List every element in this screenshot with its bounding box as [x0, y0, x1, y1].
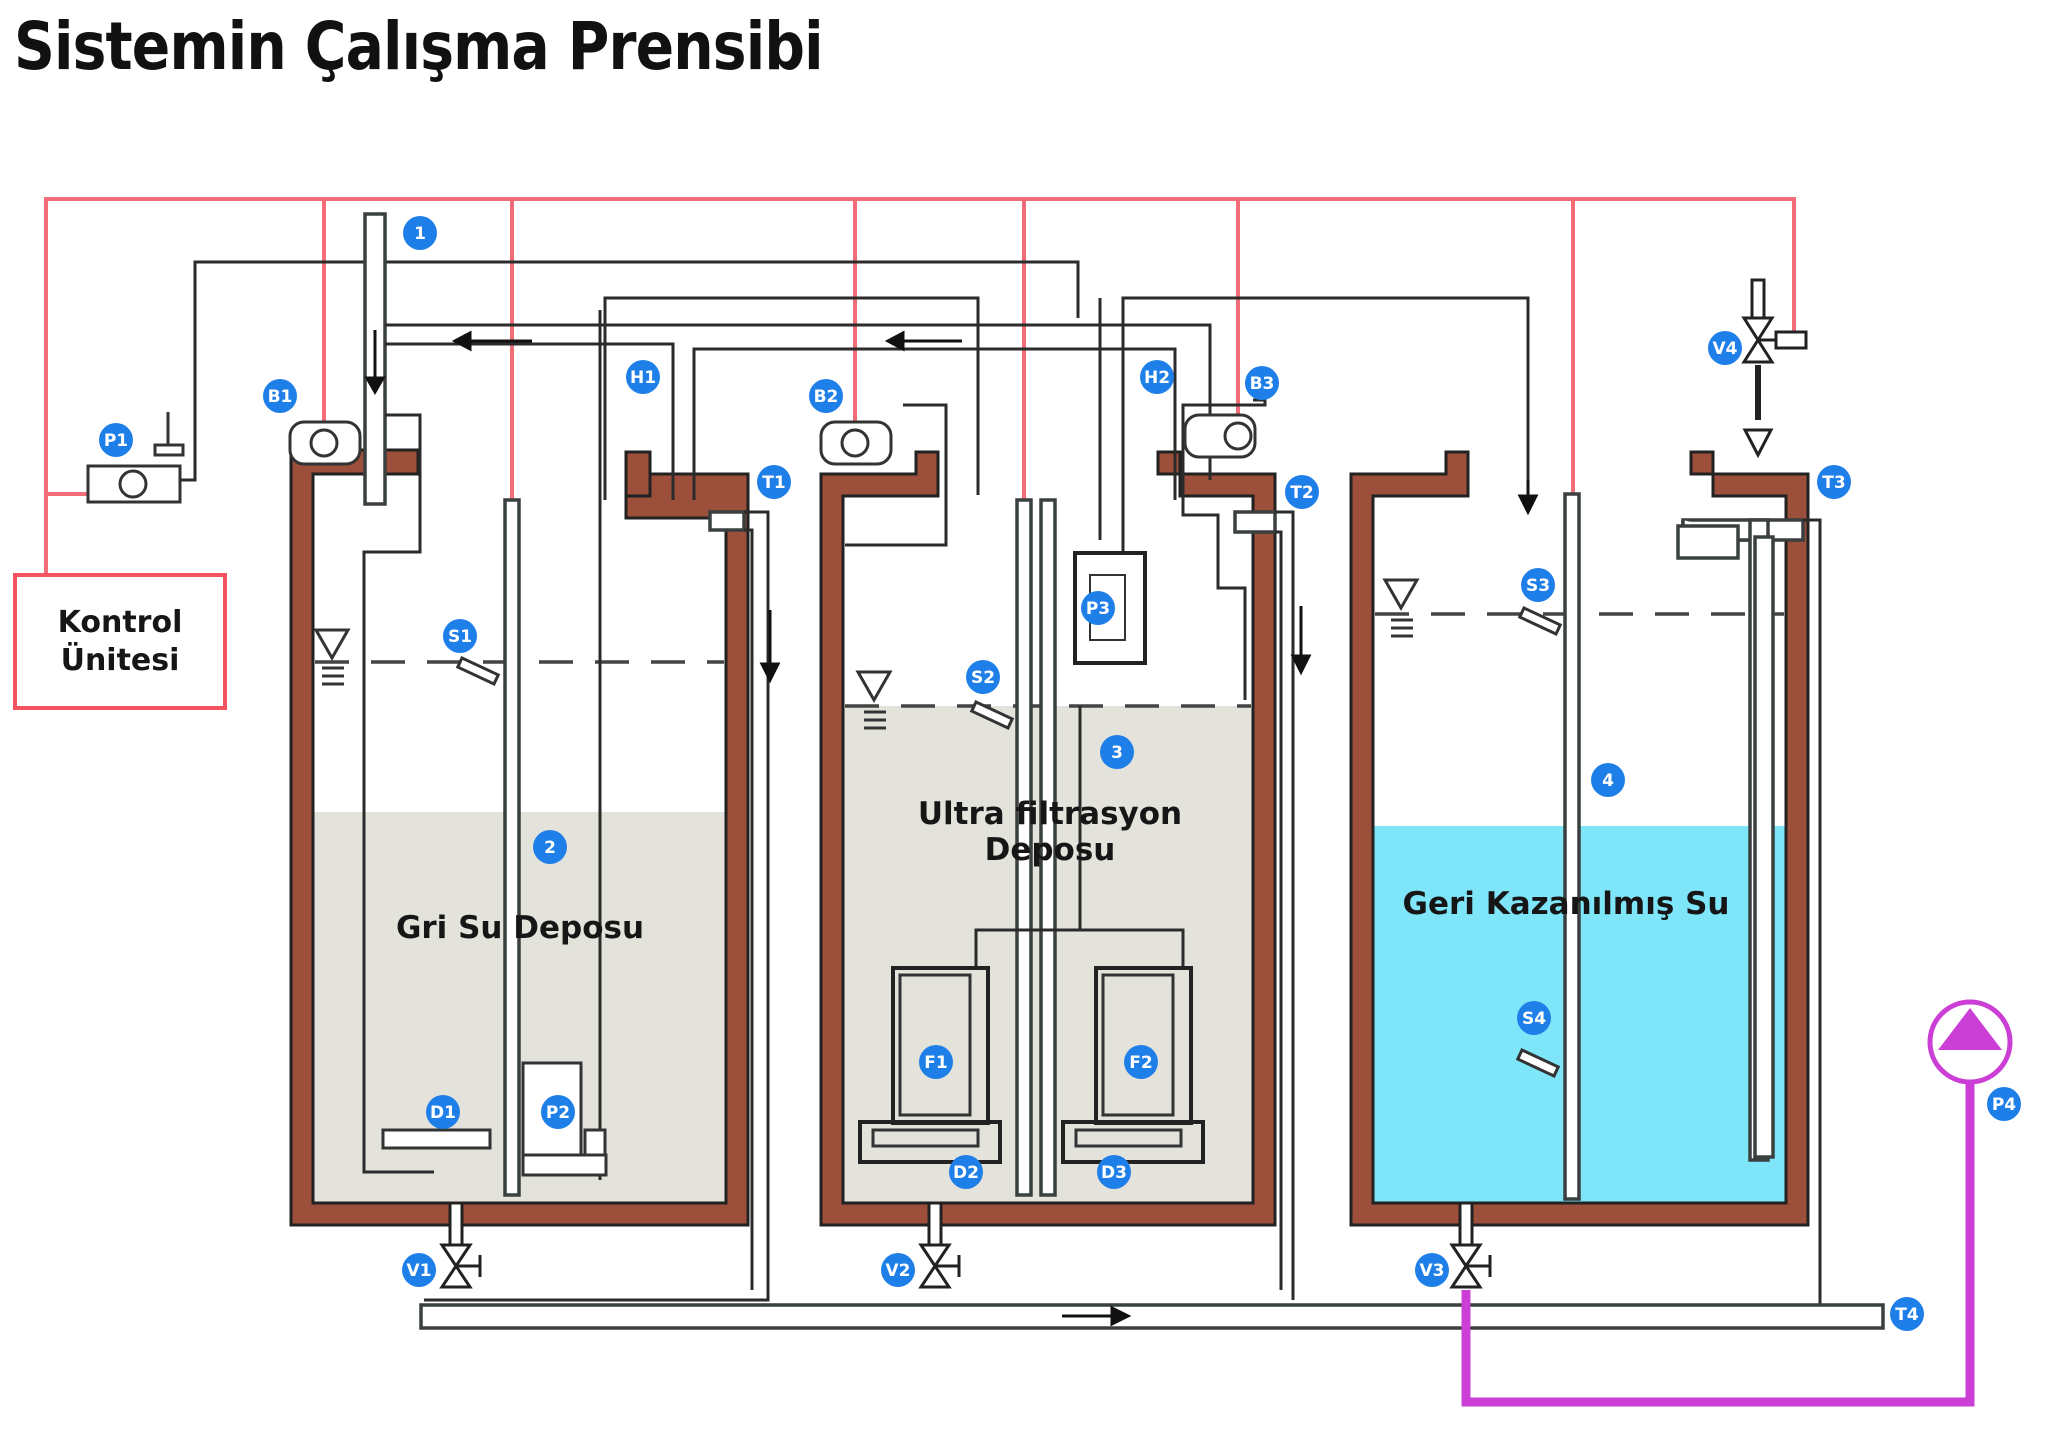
badge-inlet-text: 1 [414, 224, 426, 244]
badge-p2-text: P2 [546, 1103, 570, 1123]
badge-b3: B3 [1245, 366, 1279, 400]
badge-tank4-text: 4 [1602, 771, 1614, 791]
badge-s4: S4 [1517, 1001, 1551, 1035]
badge-inlet: 1 [403, 216, 437, 250]
badge-t4: T4 [1890, 1297, 1924, 1331]
valve-v1-icon[interactable] [439, 1201, 482, 1289]
badge-s1: S1 [443, 619, 477, 653]
badge-d1: D1 [426, 1095, 460, 1129]
badge-p1: P1 [99, 423, 133, 457]
badge-p2: P2 [541, 1095, 575, 1129]
pipes [180, 212, 1885, 1330]
filter-f1-icon [858, 966, 1002, 1164]
pump-p1-icon[interactable] [86, 412, 185, 504]
badge-h1-text: H1 [630, 368, 656, 388]
badge-d3-text: D3 [1101, 1163, 1127, 1183]
badge-b1: B1 [263, 379, 297, 413]
badge-v2: V2 [881, 1253, 915, 1287]
badge-v1: V1 [402, 1253, 436, 1287]
badge-p3-text: P3 [1086, 599, 1110, 619]
badge-b3-text: B3 [1250, 374, 1275, 394]
blower-b3-icon[interactable] [1183, 413, 1257, 459]
badge-t1: T1 [757, 465, 791, 499]
badge-h2-text: H2 [1144, 368, 1170, 388]
badge-s3-text: S3 [1526, 576, 1550, 596]
badge-s4-text: S4 [1522, 1009, 1546, 1029]
badge-h2: H2 [1140, 360, 1174, 394]
control-unit-line2: Ünitesi [61, 641, 180, 678]
badge-v4: V4 [1708, 331, 1742, 365]
page-title: Sistemin Çalışma Prensibi [14, 8, 824, 85]
badge-d1-text: D1 [430, 1103, 456, 1123]
badge-p3: P3 [1081, 591, 1115, 625]
tank-3-wall [819, 450, 1277, 1227]
badge-v2-text: V2 [886, 1261, 911, 1281]
badge-p4: P4 [1987, 1087, 2021, 1121]
blower-b1-icon[interactable] [288, 420, 362, 466]
badge-t3: T3 [1817, 465, 1851, 499]
badge-tank2-text: 2 [544, 838, 556, 858]
badge-f2-text: F2 [1129, 1053, 1152, 1073]
badge-f1: F1 [919, 1045, 953, 1079]
pump-p4-icon[interactable] [1927, 999, 2013, 1085]
badge-tank2: 2 [533, 830, 567, 864]
supply-line [1461, 1082, 1975, 1407]
badge-f2: F2 [1124, 1045, 1158, 1079]
badge-tank4: 4 [1591, 763, 1625, 797]
tank-4-label: Geri Kazanılmış Su [1403, 886, 1730, 922]
badge-b2: B2 [809, 379, 843, 413]
badge-s1-text: S1 [448, 627, 472, 647]
badge-s2-text: S2 [971, 668, 995, 688]
badge-v3-text: V3 [1420, 1261, 1445, 1281]
valve-v4-icon[interactable] [1741, 278, 1808, 459]
badge-p1-text: P1 [104, 431, 128, 451]
badge-b2-text: B2 [814, 387, 839, 407]
badge-t2-text: T2 [1290, 483, 1313, 503]
valve-v3-icon[interactable] [1449, 1201, 1492, 1289]
badge-v1-text: V1 [407, 1261, 432, 1281]
badge-t3-text: T3 [1822, 473, 1845, 493]
badge-t2: T2 [1285, 475, 1319, 509]
badge-s3: S3 [1521, 568, 1555, 602]
tank-2-label: Gri Su Deposu [396, 910, 644, 946]
control-unit-line1: Kontrol [58, 605, 183, 640]
badge-tank3: 3 [1100, 735, 1134, 769]
control-unit[interactable]: Kontrol Ünitesi [13, 573, 227, 710]
badge-p4-text: P4 [1992, 1095, 2016, 1115]
diffuser-d1-icon [381, 1128, 492, 1150]
badge-h1: H1 [626, 360, 660, 394]
tank-3-label-line1: Ultra filtrasyon [918, 796, 1182, 832]
badge-v3: V3 [1415, 1253, 1449, 1287]
level-symbol-icon [1382, 578, 1420, 638]
sensor-icon [455, 606, 1563, 1078]
flow-arrow-icon [364, 330, 1539, 1327]
badge-f1-text: F1 [924, 1053, 947, 1073]
badge-t1-text: T1 [762, 473, 785, 493]
level-symbol-icon [313, 628, 351, 686]
badge-v4-text: V4 [1713, 339, 1738, 359]
filter-f2-icon [1061, 966, 1205, 1164]
badge-t4-text: T4 [1895, 1305, 1919, 1325]
valve-v2-icon[interactable] [918, 1201, 961, 1289]
badge-b1-text: B1 [268, 387, 293, 407]
tank-3-label-line2: Deposu [985, 832, 1116, 868]
blower-b2-icon[interactable] [819, 420, 893, 466]
badge-s2: S2 [966, 660, 1000, 694]
tank-4-wall [1349, 450, 1810, 1227]
badge-d2: D2 [949, 1155, 983, 1189]
badge-tank3-text: 3 [1111, 743, 1123, 763]
badge-d2-text: D2 [953, 1163, 979, 1183]
badge-d3: D3 [1097, 1155, 1131, 1189]
level-symbol-icon [855, 670, 893, 730]
